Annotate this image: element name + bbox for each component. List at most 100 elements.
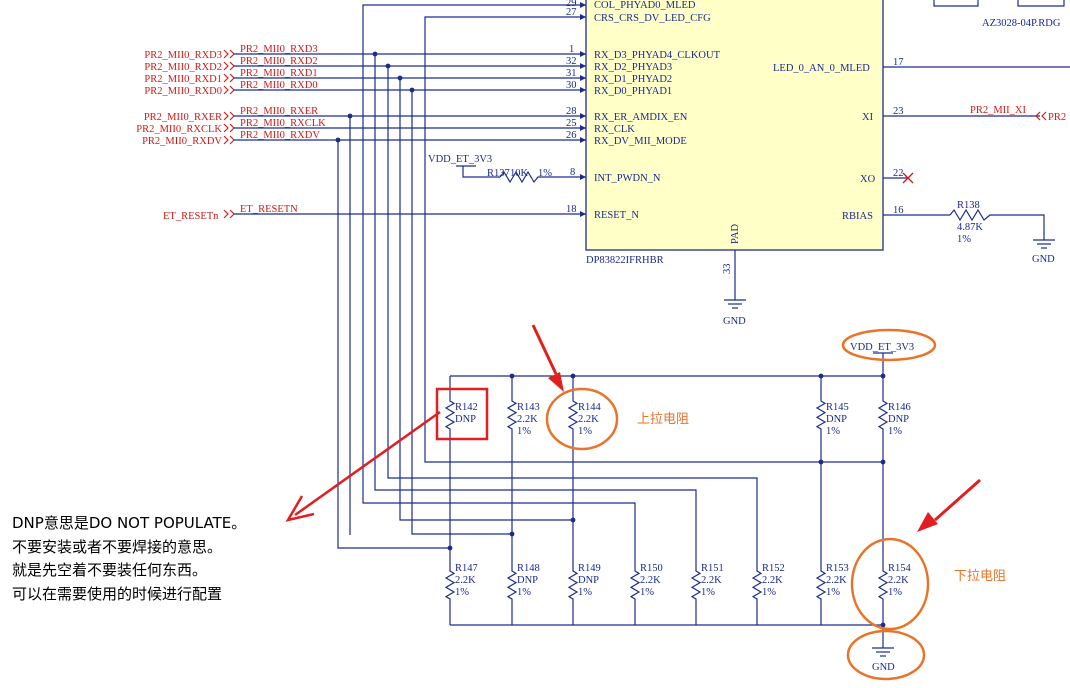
r154-highlight-ellipse (850, 537, 930, 631)
arrow-icon-dnp (285, 410, 441, 522)
r147-value: 2.2K (455, 575, 476, 586)
r142-resistor-icon[interactable] (444, 397, 456, 433)
r144-highlight-ellipse (545, 387, 619, 451)
net-label-pr2-mii0-rxd1: PR2_MII0_RXD1 (240, 68, 318, 79)
gnd-icon-r138 (1033, 239, 1055, 249)
r151-resistor-icon[interactable] (690, 567, 702, 603)
r146-resistor-icon[interactable] (877, 397, 889, 433)
port-arrow-icon (223, 123, 235, 133)
pin-num-16: 16 (893, 205, 904, 216)
r138-value: 4.87K (957, 222, 983, 233)
r149-tol: 1% (578, 587, 592, 598)
net-label-pr2-mii0-rxer: PR2_MII0_RXER (240, 106, 318, 117)
r149-resistor-icon[interactable] (567, 567, 579, 603)
r138-resistor-icon[interactable] (949, 208, 1045, 240)
r154-resistor-icon[interactable] (877, 567, 889, 603)
r152-ref: R152 (762, 563, 785, 574)
arrow-icon-r144 (531, 324, 564, 392)
r146-ref: R146 (888, 402, 911, 413)
junction-dots (335, 51, 886, 628)
r154-tol: 1% (888, 587, 902, 598)
reset-port-arrow-icon (223, 209, 235, 219)
port-pr2-mii0-rxd1[interactable]: PR2_MII0_RXD1 (144, 74, 222, 85)
connector-outline (933, 0, 1065, 7)
gnd-icon-pad (724, 299, 746, 309)
r153-resistor-icon[interactable] (815, 567, 827, 603)
r143-resistor-icon[interactable] (506, 397, 518, 433)
xi-port-arrow-icon[interactable] (1035, 111, 1047, 121)
pin-num-33: 33 (722, 264, 733, 275)
pin-num-25: 25 (566, 118, 577, 129)
r150-resistor-icon[interactable] (629, 567, 641, 603)
pin-num-32: 32 (566, 56, 577, 67)
pin-name-led0: LED_0_AN_0_MLED (773, 63, 870, 74)
r154-value: 2.2K (888, 575, 909, 586)
r148-resistor-icon[interactable] (506, 567, 518, 603)
pin-name-rxd1: RX_D1_PHYAD2 (594, 74, 672, 85)
r150-value: 2.2K (640, 575, 661, 586)
port-pr2-mii0-rxclk[interactable]: PR2_MII0_RXCLK (136, 124, 222, 135)
pin-name-rxclk: RX_CLK (594, 124, 635, 135)
r146-tol: 1% (888, 426, 902, 437)
r144-value: 2.2K (578, 414, 599, 425)
r137-resistor-icon[interactable] (499, 170, 562, 184)
r152-resistor-icon[interactable] (751, 567, 763, 603)
r153-ref: R153 (826, 563, 849, 574)
gnd-label-r138: GND (1032, 254, 1055, 265)
pin-num-23: 23 (893, 106, 904, 117)
port-xi[interactable]: PR2 (1048, 112, 1066, 123)
r143-value: 2.2K (517, 414, 538, 425)
port-pr2-mii0-rxdv[interactable]: PR2_MII0_RXDV (142, 136, 222, 147)
ic-right-pin-stubs (883, 66, 1070, 216)
r152-tol: 1% (762, 587, 776, 598)
port-pr2-mii0-rxd3[interactable]: PR2_MII0_RXD3 (144, 50, 222, 61)
pin-num-30: 30 (566, 80, 577, 91)
r147-resistor-icon[interactable] (444, 567, 456, 603)
r150-tol: 1% (640, 587, 654, 598)
port-pr2-mii0-rxer[interactable]: PR2_MII0_RXER (144, 112, 222, 123)
r145-resistor-icon[interactable] (815, 397, 827, 433)
ic-left-pin-arrows (580, 2, 586, 217)
pin-name-xo: XO (860, 174, 876, 185)
r145-tol: 1% (826, 426, 840, 437)
dnp-note-line: DNP意思是DO NOT POPULATE。 (12, 514, 247, 532)
pin-name-reset: RESET_N (594, 210, 639, 221)
pin-name-rxd0: RX_D0_PHYAD1 (594, 86, 672, 97)
net-label-reset: ET_RESETN (240, 204, 298, 215)
r151-value: 2.2K (701, 575, 722, 586)
pin-name-rxdv: RX_DV_MII_MODE (594, 136, 687, 147)
r138-ref: R138 (957, 200, 980, 211)
net-label-pr2-mii0-rxdv: PR2_MII0_RXDV (240, 130, 320, 141)
net-label-pr2-mii0-rxd3: PR2_MII0_RXD3 (240, 44, 318, 55)
r153-tol: 1% (826, 587, 840, 598)
gnd-highlight-ellipse (846, 629, 926, 681)
ic-body[interactable] (585, 0, 884, 251)
port-arrow-icon (223, 73, 235, 83)
pulldown-annotation: 下拉电阻 (954, 569, 1006, 584)
r152-value: 2.2K (762, 575, 783, 586)
dnp-note-line: 可以在需要使用的时候进行配置 (12, 584, 223, 603)
pin-num-28: 28 (566, 106, 577, 117)
r144-resistor-icon[interactable] (567, 397, 579, 433)
r147-tol: 1% (455, 587, 469, 598)
pin-name-xi: XI (862, 112, 874, 123)
gnd-icon-strap (872, 647, 894, 657)
pin-name-rbias: RBIAS (842, 211, 873, 222)
pin-num-22: 22 (893, 168, 904, 179)
dnp-note-line: 不要安装或者不要焊接的意思。 (12, 537, 223, 556)
dnp-note: DNP意思是DO NOT POPULATE。 不要安装或者不要焊接的意思。 就是… (12, 512, 246, 606)
port-arrow-icon (223, 49, 235, 59)
r154-ref: R154 (888, 563, 912, 574)
pin-name-int: INT_PWDN_N (594, 173, 661, 184)
pin-num-29: 29 (566, 0, 577, 9)
port-pr2-mii0-rxd0[interactable]: PR2_MII0_RXD0 (144, 86, 222, 97)
vdd-label-r137: VDD_ET_3V3 (428, 154, 492, 165)
port-pr2-mii0-rxd2[interactable]: PR2_MII0_RXD2 (144, 62, 222, 73)
r144-tol: 1% (578, 426, 592, 437)
pin-num-8: 8 (570, 167, 575, 178)
port-reset[interactable]: ET_RESETn (163, 211, 219, 222)
r153-value: 2.2K (826, 575, 847, 586)
ic-pad-label: PAD (730, 224, 741, 244)
r146-value: DNP (888, 414, 909, 425)
r138-tol: 1% (957, 234, 971, 245)
